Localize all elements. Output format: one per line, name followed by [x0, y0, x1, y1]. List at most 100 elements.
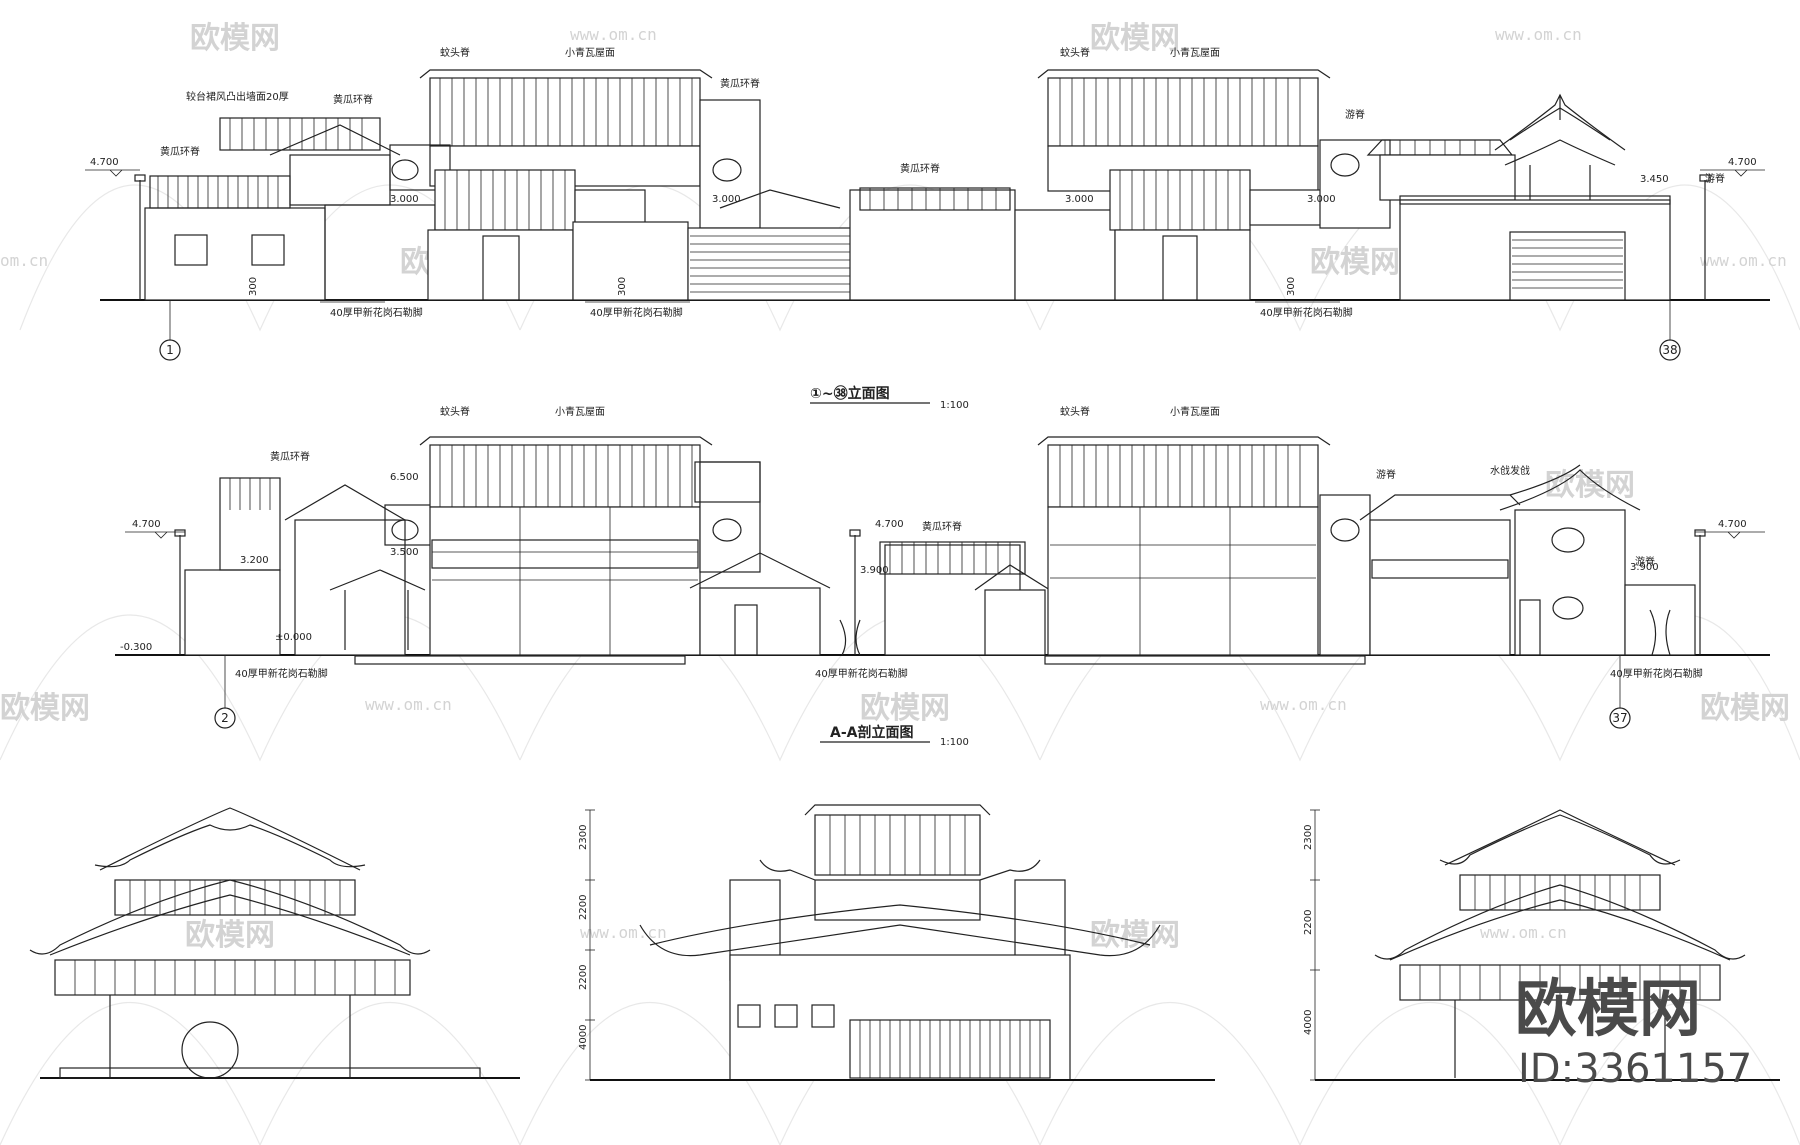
dim-mark: 300: [617, 277, 628, 296]
level-mark: 4.700: [875, 519, 904, 530]
left-house: [134, 117, 436, 301]
grid-bubble-left: 2: [214, 655, 236, 729]
label-roof: 小青瓦屋面: [565, 46, 615, 59]
dim-mark: 2200: [578, 895, 589, 920]
level-mark: ±0.000: [275, 632, 312, 643]
brand-id: ID:3361157: [1518, 1046, 1752, 1092]
label-ridge: 游脊: [1705, 172, 1725, 185]
level-mark: 3.500: [390, 547, 419, 558]
grid-bubble-right: 37: [1609, 655, 1631, 729]
label-roof: 小青瓦屋面: [1170, 405, 1220, 418]
grid-number: 2: [221, 711, 229, 725]
watermark-url: www.om.cn: [1480, 923, 1567, 942]
label-ridge: 游脊: [1345, 108, 1365, 121]
label-footing: 40厚甲新花岗石勒脚: [330, 306, 423, 319]
watermark-brand: 欧模网: [185, 918, 275, 953]
level-mark: 3.000: [390, 194, 419, 205]
grid-number: 38: [1662, 343, 1677, 357]
watermark-url: www.om.cn: [1700, 251, 1787, 270]
brand-logo: 欧模网 ID:3361157: [1515, 972, 1752, 1092]
level-mark: 3.000: [1065, 194, 1094, 205]
grid-bubble-right: 38: [1659, 300, 1681, 361]
section-right-group: [1359, 464, 1706, 656]
drawing-title: A-A剖立面图: [830, 724, 913, 741]
label-ridge: 黄瓜环脊: [900, 162, 940, 175]
section-hall-right: [1037, 436, 1371, 656]
section-levels: 4.700 6.500 3.200 3.500 4.700 3.900 4.70…: [120, 472, 1765, 653]
level-mark: 4.700: [1728, 157, 1757, 168]
section-left-group: [174, 477, 436, 656]
watermark-url: www.om.cn: [1495, 25, 1582, 44]
dim-mark: 2300: [1303, 825, 1314, 850]
section-aa: 蚊头脊 小青瓦屋面 黄瓜环脊 黄瓜环脊 蚊头脊 小青瓦屋面 游脊 水戗发戗 游脊…: [115, 405, 1770, 748]
elevation-top-labels: 蚊头脊 小青瓦屋面 黄瓜环脊 较台裙风凸出墙面20厚 黄瓜环脊 黄瓜环脊 黄瓜环…: [160, 46, 1725, 319]
watermark-url: www.om.cn: [365, 695, 452, 714]
label-footing: 40厚甲新花岗石勒脚: [590, 306, 683, 319]
label-ridge: 黄瓜环脊: [160, 145, 200, 158]
label-ridge: 黄瓜环脊: [922, 520, 962, 533]
level-mark: 4.700: [90, 157, 119, 168]
level-mark: 4.700: [132, 519, 161, 530]
watermark-brand: 欧模网: [0, 691, 90, 726]
level-mark: 3.900: [1630, 562, 1659, 573]
pavilion-left: [29, 807, 520, 1079]
courtyard-center: [687, 187, 1116, 301]
label-ridge: 蚊头脊: [1060, 405, 1090, 418]
brand-name: 欧模网: [1515, 972, 1701, 1045]
watermark-brand: 欧模网: [1310, 245, 1400, 280]
watermark-url: www.om.cn: [580, 923, 667, 942]
label-note: 较台裙风凸出墙面20厚: [186, 90, 289, 103]
watermark-brand: 欧模网: [190, 21, 280, 56]
drawing-scale: 1:100: [940, 400, 969, 411]
watermark-brand: 欧模网: [1545, 468, 1635, 503]
pavilion-right: 2300 2200 4000: [1303, 809, 1780, 1081]
label-ridge: 游脊: [1376, 468, 1396, 481]
label-ridge: 蚊头脊: [440, 405, 470, 418]
section-center: [689, 529, 1051, 656]
dim-mark: 2200: [1303, 910, 1314, 935]
dim-mark: 300: [248, 277, 259, 296]
dim-mark: 2200: [578, 965, 589, 990]
watermark-brand: 欧模网: [1700, 691, 1790, 726]
watermark-url: www.om.cn: [570, 25, 657, 44]
watermark-brand: 欧模网: [1090, 21, 1180, 56]
drawing-scale: 1:100: [940, 737, 969, 748]
label-footing: 40厚甲新花岗石勒脚: [815, 667, 908, 680]
label-ridge: 蚊头脊: [1060, 46, 1090, 59]
level-mark: 6.500: [390, 472, 419, 483]
label-footing: 40厚甲新花岗石勒脚: [235, 667, 328, 680]
pavilion-middle: 2300 2200 2200 4000: [578, 804, 1215, 1081]
elevation-top-levels: 4.700 3.000 3.000 3.000 3.000 3.450 4.70…: [85, 157, 1765, 296]
label-eave: 水戗发戗: [1490, 464, 1530, 477]
level-mark: 3.900: [860, 565, 889, 576]
dim-mark: 4000: [1303, 1010, 1314, 1035]
watermark-brand: 欧模网: [860, 691, 950, 726]
level-mark: 3.000: [712, 194, 741, 205]
level-mark: 3.450: [1640, 174, 1669, 185]
drawing-title: ①~㊳立面图: [810, 385, 890, 402]
grid-bubble-left: 1: [159, 300, 181, 361]
watermark-url: om.cn: [0, 251, 48, 270]
watermark-url: www.om.cn: [1260, 695, 1347, 714]
label-roof: 小青瓦屋面: [555, 405, 605, 418]
elevation-top: 蚊头脊 小青瓦屋面 黄瓜环脊 较台裙风凸出墙面20厚 黄瓜环脊 黄瓜环脊 黄瓜环…: [85, 46, 1770, 411]
label-footing: 40厚甲新花岗石勒脚: [1260, 306, 1353, 319]
right-pavilion-group: [1366, 93, 1711, 301]
label-ridge: 黄瓜环脊: [270, 450, 310, 463]
label-ridge: 黄瓜环脊: [333, 93, 373, 106]
label-roof: 小青瓦屋面: [1170, 46, 1220, 59]
label-ridge: 游脊: [1635, 555, 1655, 568]
level-mark: 3.000: [1307, 194, 1336, 205]
section-hall-left: [419, 436, 761, 656]
label-ridge: 黄瓜环脊: [720, 77, 760, 90]
dim-mark: 2300: [578, 825, 589, 850]
level-mark: -0.300: [120, 642, 152, 653]
hall-left: [389, 69, 761, 301]
watermark-brand: 欧模网: [1090, 918, 1180, 953]
section-labels: 蚊头脊 小青瓦屋面 黄瓜环脊 黄瓜环脊 蚊头脊 小青瓦屋面 游脊 水戗发戗 游脊…: [235, 405, 1703, 680]
hall-right: [1037, 69, 1391, 301]
level-mark: 3.200: [240, 555, 269, 566]
grid-number: 1: [166, 343, 174, 357]
dim-mark: 300: [1286, 277, 1297, 296]
